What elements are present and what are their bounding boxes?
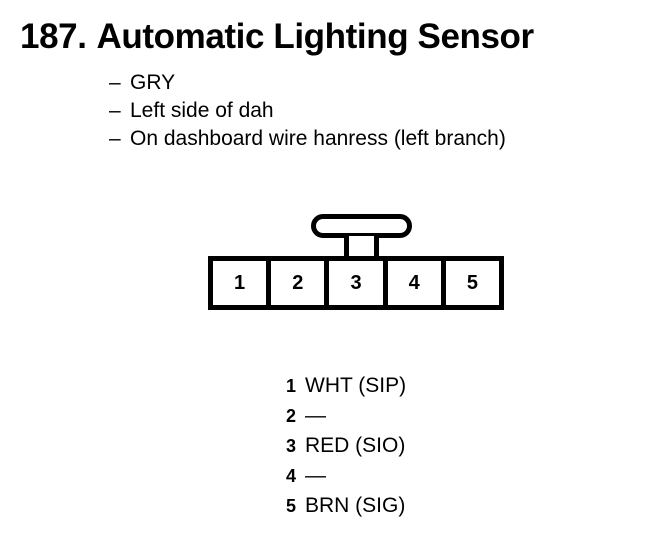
legend-row: 5 BRN (SIG) xyxy=(276,491,406,521)
connector-latch-icon xyxy=(311,214,412,238)
dash-icon: – xyxy=(109,99,121,122)
note-item: – GRY xyxy=(109,69,506,97)
connector-latch-stem-fill xyxy=(349,236,374,258)
legend-pin-value: BRN (SIG) xyxy=(305,494,406,517)
legend-pin-number: 5 xyxy=(285,496,296,516)
note-text: GRY xyxy=(130,71,176,94)
connector-body: 1 2 3 4 5 xyxy=(208,256,504,310)
note-text: Left side of dah xyxy=(130,99,274,122)
note-item: – Left side of dah xyxy=(109,97,506,125)
note-text: On dashboard wire hanress (left branch) xyxy=(130,127,506,150)
page-title: 187.Automatic Lighting Sensor xyxy=(20,16,534,58)
connector-latch-stem-left xyxy=(344,236,349,258)
legend-row: 4 — xyxy=(276,461,406,491)
legend-pin-value: — xyxy=(305,464,326,487)
connector-pin-4: 4 xyxy=(387,261,441,305)
pin-legend: 1 WHT (SIP) 2 — 3 RED (SIO) 4 — 5 BRN (S… xyxy=(276,371,406,521)
legend-row: 3 RED (SIO) xyxy=(276,431,406,461)
legend-pin-number: 2 xyxy=(285,406,296,426)
note-item: – On dashboard wire hanress (left branch… xyxy=(109,125,506,153)
legend-pin-number: 3 xyxy=(285,436,296,456)
notes-list: – GRY – Left side of dah – On dashboard … xyxy=(109,69,506,153)
legend-row: 2 — xyxy=(276,401,406,431)
connector-pin-1: 1 xyxy=(213,261,267,305)
connector-pin-5: 5 xyxy=(445,261,500,305)
page-title-number: 187. xyxy=(20,17,87,56)
legend-pin-number: 1 xyxy=(285,376,296,396)
legend-pin-value: — xyxy=(305,404,326,427)
legend-row: 1 WHT (SIP) xyxy=(276,371,406,401)
connector-diagram: 1 2 3 4 5 xyxy=(208,214,504,310)
connector-pin-3: 3 xyxy=(329,261,383,305)
dash-icon: – xyxy=(109,127,121,150)
legend-pin-value: RED (SIO) xyxy=(305,434,406,457)
connector-latch-stem-right xyxy=(374,236,379,258)
page-title-text: Automatic Lighting Sensor xyxy=(96,17,535,56)
legend-pin-number: 4 xyxy=(285,466,296,486)
dash-icon: – xyxy=(109,71,121,94)
legend-pin-value: WHT (SIP) xyxy=(305,374,407,397)
connector-pin-2: 2 xyxy=(271,261,325,305)
